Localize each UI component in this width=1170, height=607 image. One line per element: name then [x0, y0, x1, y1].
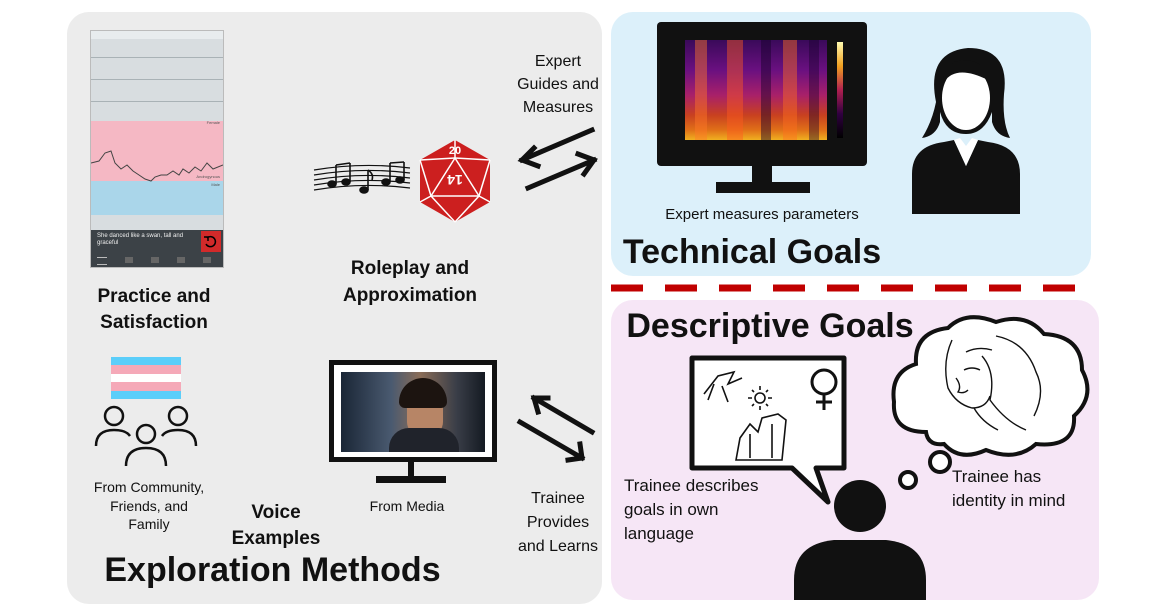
- die-top-number: 20: [449, 145, 461, 157]
- pitch-trace: [91, 141, 223, 191]
- people-group-icon: [90, 402, 202, 472]
- phone-caption: She danced like a swan, tall and gracefu…: [97, 233, 197, 247]
- phone-app-screenshot: Female Androgynous Male She danced like …: [90, 30, 224, 268]
- replay-icon: [201, 231, 221, 252]
- trainee-provides-label: Trainee Provides and Learns: [498, 487, 618, 559]
- media-label: From Media: [340, 497, 474, 515]
- spectrogram-colorbar: [837, 42, 843, 138]
- phone-tab-bar: [91, 253, 223, 267]
- exploration-methods-title: Exploration Methods: [85, 548, 460, 592]
- trainee-identity-label: Trainee has identity in mind: [952, 465, 1092, 513]
- spectrogram-monitor-base: [716, 182, 810, 193]
- media-still-image: [341, 372, 485, 452]
- spectrogram-monitor: [657, 22, 867, 166]
- spectrogram-monitor-neck: [752, 166, 772, 182]
- community-label: From Community, Friends, and Family: [75, 478, 223, 534]
- female-band-label: Female: [207, 120, 220, 125]
- technical-goals-title: Technical Goals: [612, 231, 892, 273]
- expert-measures-caption: Expert measures parameters: [624, 206, 900, 224]
- practice-satisfaction-label: Practice and Satisfaction: [80, 284, 228, 336]
- expert-person-icon: [906, 42, 1026, 214]
- spectrogram-image: [685, 40, 827, 140]
- trainee-person-icon: [794, 480, 926, 600]
- bidirectional-arrow-top: [512, 122, 598, 194]
- trainee-describes-label: Trainee describes goals in own language: [624, 474, 794, 546]
- trans-flag-icon: [111, 357, 181, 399]
- roleplay-approximation-label: Roleplay and Approximation: [326, 255, 494, 309]
- media-monitor: [329, 360, 497, 462]
- media-monitor-base: [376, 476, 446, 483]
- music-notes-icon: [312, 160, 412, 200]
- die-center-number: 14: [447, 172, 463, 188]
- phone-caption-bar: She danced like a swan, tall and gracefu…: [91, 230, 223, 253]
- descriptive-goals-title: Descriptive Goals: [618, 305, 922, 347]
- replay-button[interactable]: [201, 231, 221, 252]
- bidirectional-arrow-bottom: [514, 392, 598, 464]
- d20-die-icon: 20 14: [417, 138, 493, 224]
- goals-divider: [611, 283, 1091, 293]
- expert-guides-label: Expert Guides and Measures: [498, 50, 618, 119]
- voice-examples-label: Voice Examples: [214, 500, 338, 552]
- media-monitor-neck: [408, 462, 414, 476]
